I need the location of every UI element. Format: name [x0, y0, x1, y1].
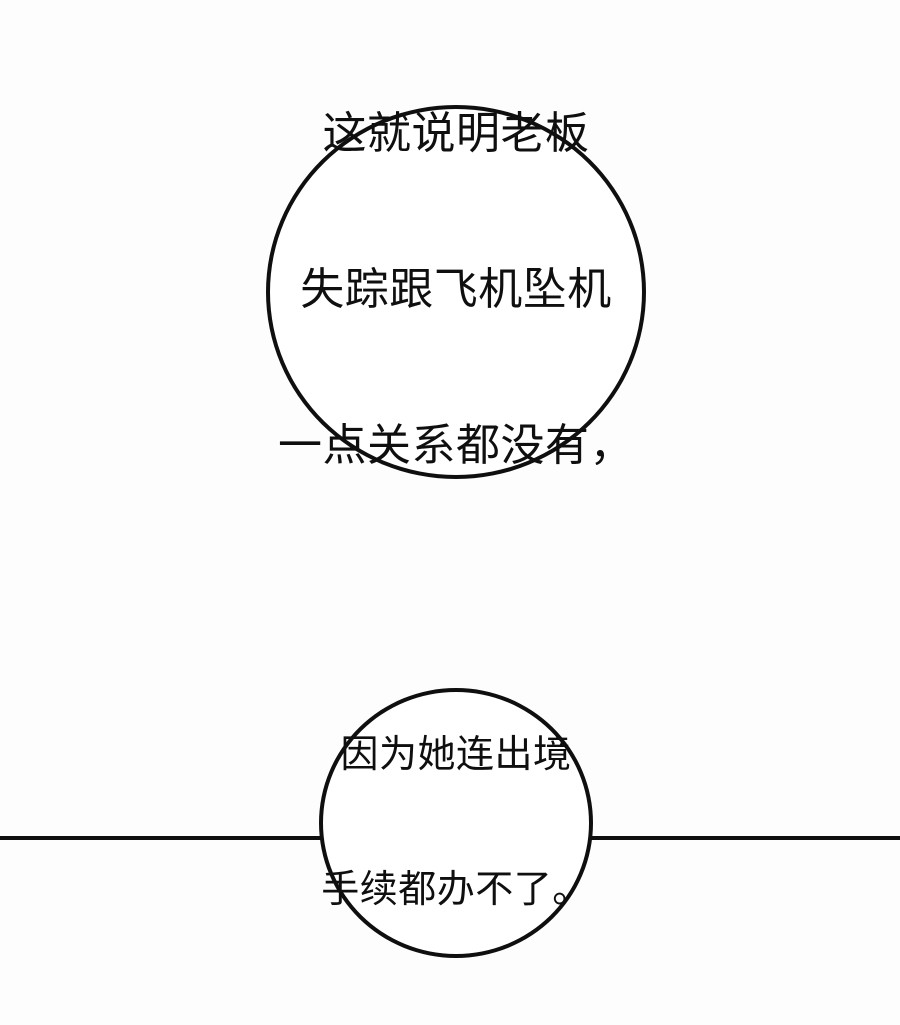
speech-bubble-bottom-line-2: 手续都办不了。	[321, 869, 591, 911]
speech-bubble-bottom-text: 因为她连出境 手续都办不了。	[321, 643, 591, 1003]
speech-bubble-top: 这就说明老板 失踪跟飞机坠机 一点关系都没有，	[266, 105, 646, 479]
speech-bubble-top-line-3: 一点关系都没有，	[278, 421, 634, 470]
speech-bubble-top-text: 这就说明老板 失踪跟飞机坠机 一点关系都没有，	[278, 4, 634, 576]
speech-bubble-top-line-2: 失踪跟飞机坠机	[300, 265, 612, 314]
speech-bubble-bottom-line-1: 因为她连出境	[340, 734, 572, 776]
speech-bubble-bottom: 因为她连出境 手续都办不了。	[319, 688, 593, 958]
speech-bubble-top-line-1: 这就说明老板	[322, 109, 590, 158]
